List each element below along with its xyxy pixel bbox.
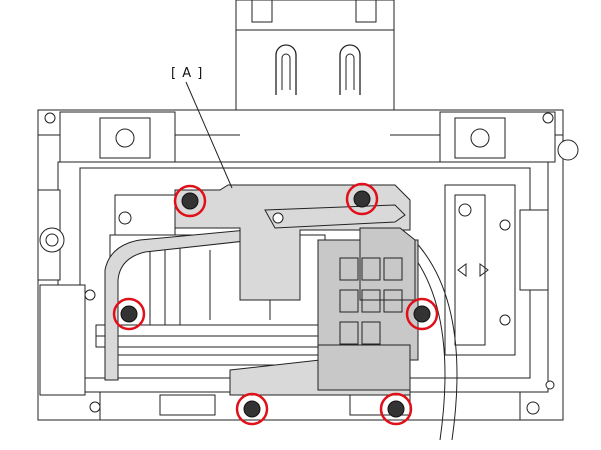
screw-mid-right <box>405 297 439 331</box>
screw-mid-left <box>112 297 146 331</box>
screw-top-left <box>173 184 207 218</box>
callout-leader-line <box>185 81 233 189</box>
right-mechanism <box>439 111 579 415</box>
callout-label-a: [ A ] <box>171 66 204 81</box>
screw-highlights <box>112 182 439 426</box>
screw-bottom-left <box>235 392 269 426</box>
screw-bottom-right <box>379 392 413 426</box>
part-a-cover <box>174 184 419 396</box>
screw-top-right <box>345 182 379 216</box>
